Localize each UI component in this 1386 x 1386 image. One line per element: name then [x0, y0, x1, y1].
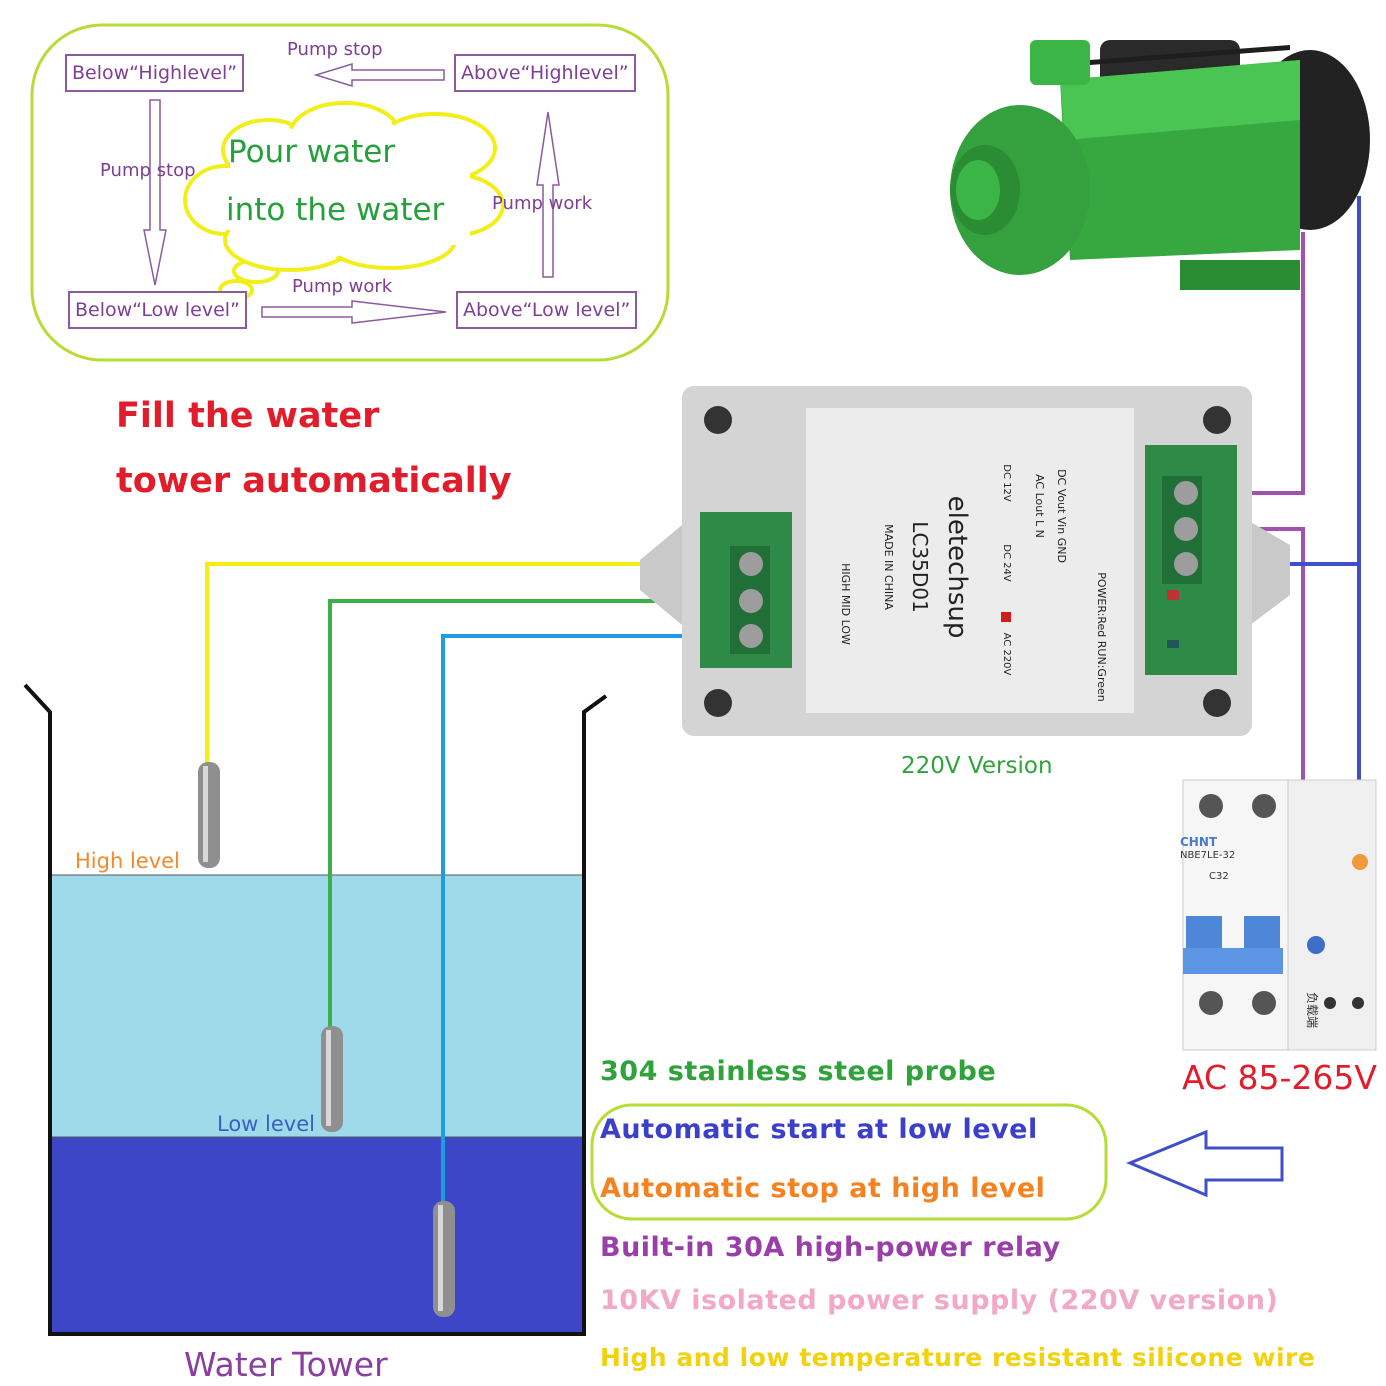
cloud-text-line1: Pour water: [228, 134, 396, 170]
edge-label-left: Pump stop: [100, 160, 196, 181]
arrow-pump-stop-left: [143, 99, 167, 286]
circuit-breaker-image: [1182, 779, 1377, 1051]
probe-low: [433, 1201, 455, 1317]
wire-low-probe: [441, 634, 747, 1205]
probe-mid: [321, 1026, 343, 1132]
breaker-side-text: 负载端: [1305, 992, 1319, 1028]
flowchart-frame: [30, 23, 670, 362]
state-below-high-level: Below“Highlevel”: [65, 54, 245, 92]
feature-auto-start: Automatic start at low level: [600, 1114, 1038, 1145]
controller-output-label: DC Vout Vin GND: [1055, 469, 1068, 563]
wire-high-probe: [205, 562, 747, 765]
high-level-label: High level: [75, 849, 180, 873]
controller-probe-terminals: HIGH MID LOW: [839, 563, 852, 645]
feature-probe: 304 stainless steel probe: [600, 1056, 997, 1087]
controller-option-dc24: DC 24V: [1001, 544, 1012, 582]
feature-isolated-supply: 10KV isolated power supply (220V version…: [600, 1285, 1279, 1316]
edge-label-bottom: Pump work: [292, 276, 393, 297]
breaker-rating: C32: [1209, 871, 1229, 882]
controller-option-ac220: AC 220V: [1001, 633, 1012, 676]
tank-caption: Water Tower: [184, 1345, 388, 1384]
flowchart-panel: Below“Highlevel” Above“Highlevel” Below“…: [0, 0, 680, 380]
edge-label-top: Pump stop: [287, 39, 383, 60]
state-above-low-level: Above“Low level”: [456, 291, 638, 329]
supply-voltage-label: AC 85-265V: [1182, 1058, 1377, 1097]
flowchart-graphics: [30, 23, 670, 362]
controller-origin: MADE IN CHINA: [882, 524, 895, 610]
controller-option-dc12: DC 12V: [1001, 464, 1012, 502]
tank-walls: [23, 683, 608, 1336]
low-level-label: Low level: [217, 1112, 315, 1136]
arrow-pump-stop-top: [313, 62, 445, 88]
edge-label-right: Pump work: [492, 193, 593, 214]
cloud-text-line2: into the water: [226, 192, 445, 228]
controller-brand: eletechsup: [942, 496, 972, 639]
headline-line2: tower automatically: [116, 461, 512, 501]
water-lower: [50, 1137, 584, 1332]
state-below-low-level: Below“Low level”: [68, 291, 247, 329]
controller-ac-label: AC Lout L N: [1033, 474, 1046, 538]
feature-auto-stop: Automatic stop at high level: [600, 1173, 1046, 1204]
arrow-pump-work-bottom: [261, 300, 447, 324]
pointer-arrow: [1126, 1129, 1284, 1198]
controller-leds: POWER:Red RUN:Green: [1095, 572, 1108, 701]
water-upper: [50, 875, 584, 1137]
feature-silicone-wire: High and low temperature resistant silic…: [600, 1343, 1316, 1372]
probe-high: [198, 762, 220, 868]
headline-line1: Fill the water: [116, 396, 380, 436]
arrow-pump-work-right: [536, 111, 560, 278]
feature-relay: Built-in 30A high-power relay: [600, 1232, 1061, 1263]
wire-mid-probe: [328, 599, 747, 1030]
breaker-model: NBE7LE-32: [1180, 850, 1235, 861]
controller-model: LC35D01: [908, 521, 932, 612]
state-above-high-level: Above“Highlevel”: [454, 54, 636, 92]
water-pump-image: [950, 40, 1370, 290]
breaker-brand: CHNT: [1180, 835, 1218, 849]
feature-highlight-frame: [590, 1103, 1108, 1221]
controller-module: [640, 386, 1290, 736]
version-label: 220V Version: [901, 753, 1053, 779]
